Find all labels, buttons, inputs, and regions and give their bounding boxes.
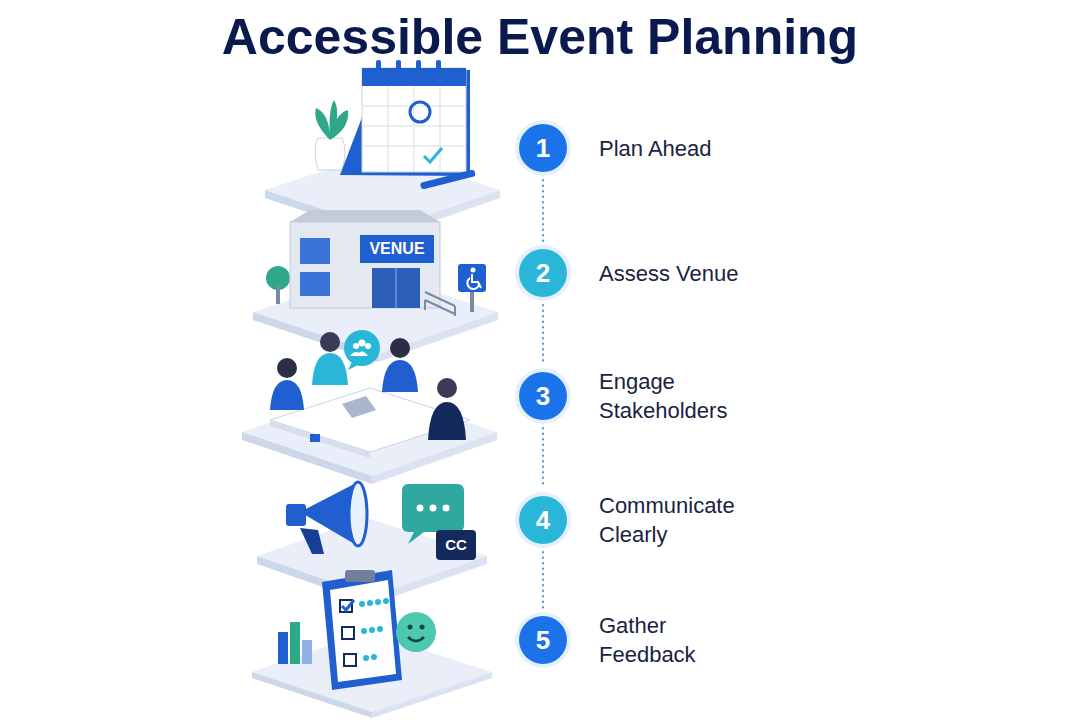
dotted-connector — [542, 552, 544, 608]
step-number: 3 — [536, 381, 550, 412]
step-label: Communicate Clearly — [599, 491, 759, 549]
step-circle: 5Gather Feedback — [519, 616, 567, 664]
step-number: 1 — [536, 133, 550, 164]
caption-badge: CC — [436, 530, 476, 560]
calendar-icon — [315, 60, 476, 190]
step-number: 5 — [536, 625, 550, 656]
dotted-connector — [542, 180, 544, 241]
dotted-connector — [542, 428, 544, 488]
venue-sign: VENUE — [360, 235, 434, 263]
step-label: Gather Feedback — [599, 611, 709, 669]
diagram-title: Accessible Event Planning — [0, 8, 1080, 66]
venue-building — [266, 210, 486, 316]
step-circle: 2Assess Venue — [519, 249, 567, 297]
meeting-scene — [270, 330, 470, 458]
platforms — [242, 152, 500, 718]
step-label: Engage Stakeholders — [599, 367, 759, 425]
feedback-clipboard — [278, 570, 436, 690]
step-number: 4 — [536, 505, 550, 536]
step-label: Assess Venue — [599, 259, 819, 288]
dotted-connector — [542, 305, 544, 364]
step-circle: 3Engage Stakeholders — [519, 372, 567, 420]
communication-icons — [286, 482, 476, 560]
step-number: 2 — [536, 258, 550, 289]
step-label: Plan Ahead — [599, 134, 819, 163]
step-circle: 1Plan Ahead — [519, 124, 567, 172]
step-circle: 4Communicate Clearly — [519, 496, 567, 544]
